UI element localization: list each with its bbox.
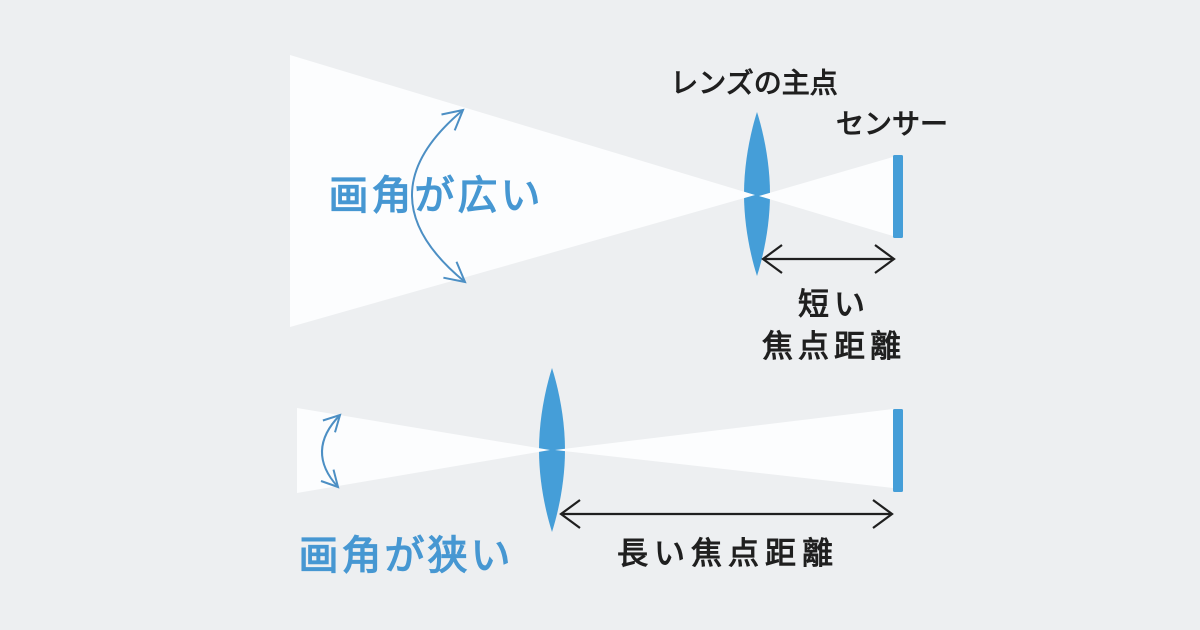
light-cone-narrow-to-sensor [555,409,893,488]
light-cone-wide-to-sensor [759,157,893,236]
long-focal-length-label: 長い焦点距離 [617,535,839,571]
short-focal-length-line2: 焦点距離 [762,329,906,364]
sensor-top-icon [893,155,903,238]
short-focal-length-line1: 短い [798,287,870,322]
light-cone-narrow-incoming [297,408,550,493]
short-focal-arrow-icon [761,244,896,274]
angle-arc-wide-icon [411,108,467,284]
lens-principal-point-label: レンズの主点 [670,67,838,99]
angle-narrow-label: 画角が狭い [298,534,514,578]
sensor-bottom-icon [893,409,903,492]
short-focal-length-label: 短い 焦点距離 [762,284,906,368]
lens-top-icon [744,112,770,276]
light-cone-wide-incoming [290,55,755,327]
angle-arc-narrow-icon [320,413,342,489]
long-focal-arrow-icon [559,499,894,529]
sensor-label: センサー [835,108,949,140]
lens-bottom-icon [539,368,565,532]
angle-wide-label: 画角が広い [328,174,544,218]
